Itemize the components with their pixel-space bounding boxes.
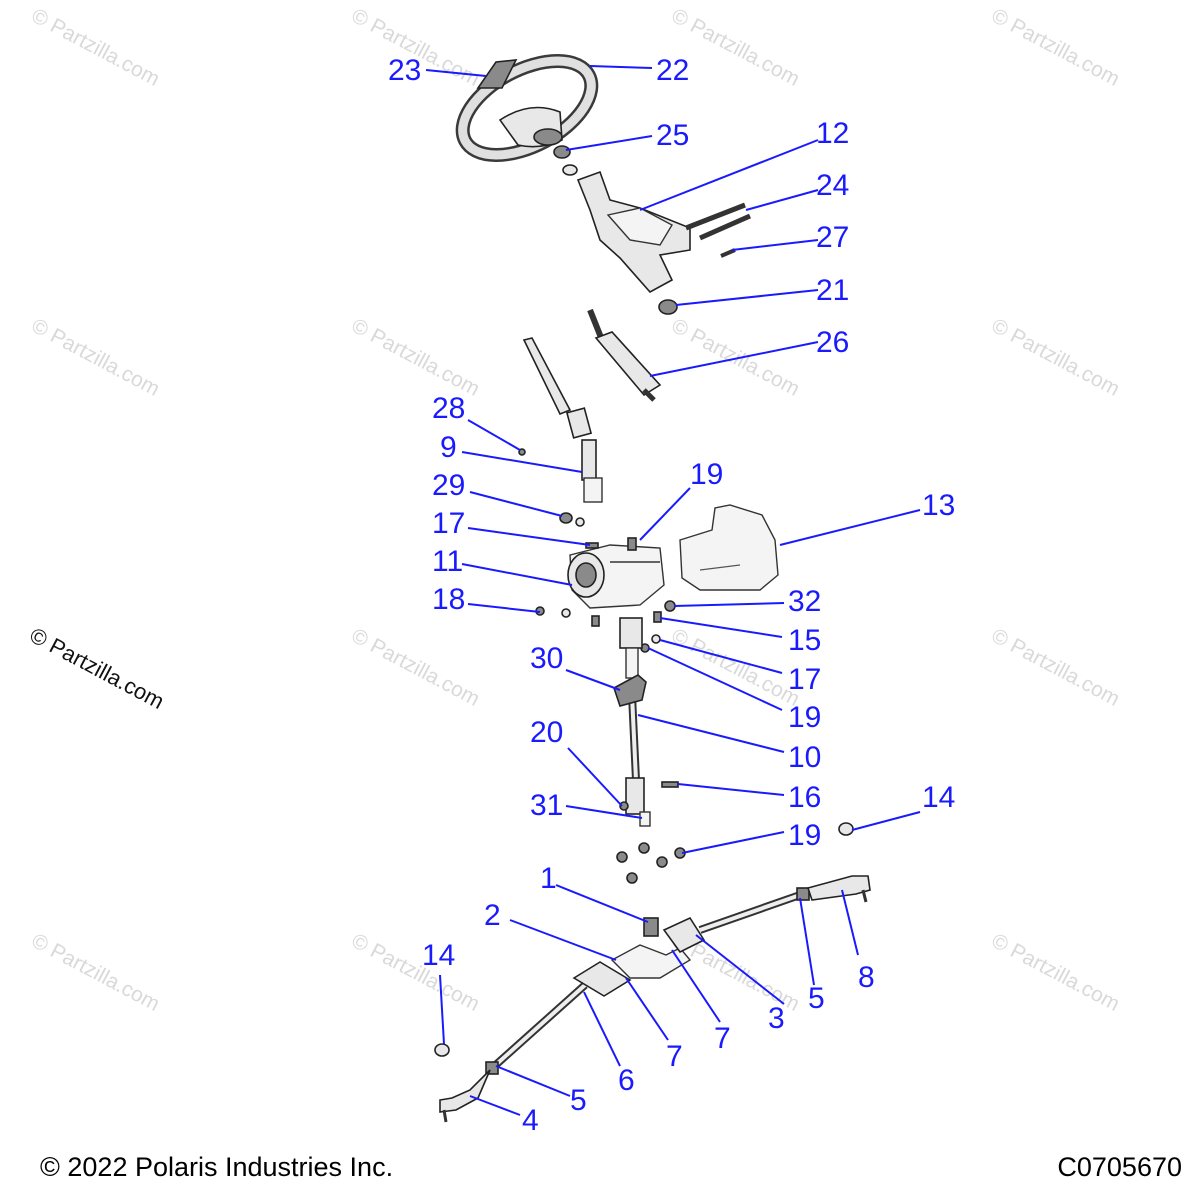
bolt-long-1 — [685, 202, 746, 231]
watermark: © Partzilla.com — [28, 314, 164, 401]
shaft-boot — [613, 674, 647, 707]
side-watermark: © Partzilla.com — [26, 622, 169, 714]
horn-cap — [476, 59, 518, 89]
eps-cover — [679, 504, 779, 591]
steering-rack — [487, 875, 871, 1073]
callout-1: 1 — [540, 862, 557, 895]
callout-6: 6 — [618, 1064, 635, 1097]
callout-19-top: 19 — [690, 458, 723, 491]
callout-25: 25 — [656, 119, 689, 152]
callout-22: 22 — [656, 54, 689, 87]
callout-14-right: 14 — [922, 781, 955, 814]
bolt-short — [720, 248, 736, 258]
callout-24: 24 — [816, 169, 849, 202]
bolt-18b — [591, 615, 600, 627]
callout-16: 16 — [788, 781, 821, 814]
watermark: © Partzilla.com — [348, 929, 484, 1016]
nut-29 — [559, 512, 573, 524]
bumper-right — [838, 822, 854, 836]
watermark: © Partzilla.com — [28, 929, 164, 1016]
callout-28: 28 — [432, 392, 465, 425]
tilt-strut — [587, 308, 662, 402]
bolt-17a — [585, 542, 599, 549]
nut-32 — [664, 600, 676, 612]
diagram-code: C0705670 — [1057, 1152, 1182, 1182]
callout-labels: 23 22 25 12 24 27 21 26 28 9 29 19 13 17… — [388, 54, 955, 1137]
callout-30: 30 — [530, 642, 563, 675]
callout-10: 10 — [788, 741, 821, 774]
watermark: © Partzilla.com — [988, 929, 1124, 1016]
callout-26: 26 — [816, 326, 849, 359]
watermark: © Partzilla.com — [988, 4, 1124, 91]
bumper-left — [434, 1043, 450, 1057]
watermark: © Partzilla.com — [988, 314, 1124, 401]
lower-steering-shaft — [619, 617, 651, 827]
watermark: © Partzilla.com — [348, 314, 484, 401]
callout-5-right: 5 — [808, 982, 825, 1015]
callout-15: 15 — [788, 624, 821, 657]
washer — [575, 517, 585, 527]
callout-18: 18 — [432, 583, 465, 616]
watermark: © Partzilla.com — [348, 624, 484, 711]
callout-17-left: 17 — [432, 507, 465, 540]
bracket-nut — [658, 299, 678, 315]
callout-19-low: 19 — [788, 819, 821, 852]
watermarks: © Partzilla.com © Partzilla.com © Partzi… — [28, 4, 1124, 1016]
callout-8: 8 — [858, 961, 875, 994]
callout-11: 11 — [432, 545, 463, 578]
callout-23: 23 — [388, 54, 421, 87]
washer-18 — [561, 608, 571, 618]
callout-9: 9 — [440, 431, 457, 464]
callout-29: 29 — [432, 469, 465, 502]
callout-4: 4 — [522, 1104, 539, 1137]
copyright-text: © 2022 Polaris Industries Inc. — [40, 1152, 393, 1182]
leader-lines — [425, 65, 921, 1116]
wheel-nut — [553, 145, 571, 159]
callout-13: 13 — [922, 489, 955, 522]
watermark: © Partzilla.com — [988, 624, 1124, 711]
bolt-15 — [653, 611, 662, 623]
watermark: © Partzilla.com — [668, 314, 804, 401]
callout-3: 3 — [768, 1002, 785, 1035]
tie-rod-end-left — [439, 1061, 499, 1123]
callout-21: 21 — [816, 274, 849, 307]
watermark: © Partzilla.com — [28, 4, 164, 91]
bolt-16 — [661, 781, 679, 788]
callout-7-right: 7 — [714, 1022, 731, 1055]
callout-20: 20 — [530, 716, 563, 749]
upper-steering-shaft — [522, 337, 603, 503]
callout-12: 12 — [816, 117, 849, 150]
bracket-plate — [606, 207, 673, 246]
callout-14-left: 14 — [422, 939, 455, 972]
callout-7-left: 7 — [666, 1040, 683, 1073]
steering-wheel — [455, 54, 599, 162]
callout-31: 31 — [530, 789, 563, 822]
mounting-nuts — [616, 842, 686, 884]
callout-27: 27 — [816, 221, 849, 254]
callout-2: 2 — [484, 899, 501, 932]
callout-32: 32 — [788, 585, 821, 618]
pin-28 — [518, 448, 526, 456]
bolt-long-2 — [698, 213, 752, 241]
washer-17b — [651, 634, 661, 644]
nut-20 — [619, 801, 629, 811]
wheel-spacer — [562, 164, 578, 176]
eps-motor-unit — [567, 537, 665, 609]
parts — [434, 54, 871, 1123]
callout-5-left: 5 — [570, 1084, 587, 1117]
callout-19-mid: 19 — [788, 701, 821, 734]
callout-17-right: 17 — [788, 663, 821, 696]
